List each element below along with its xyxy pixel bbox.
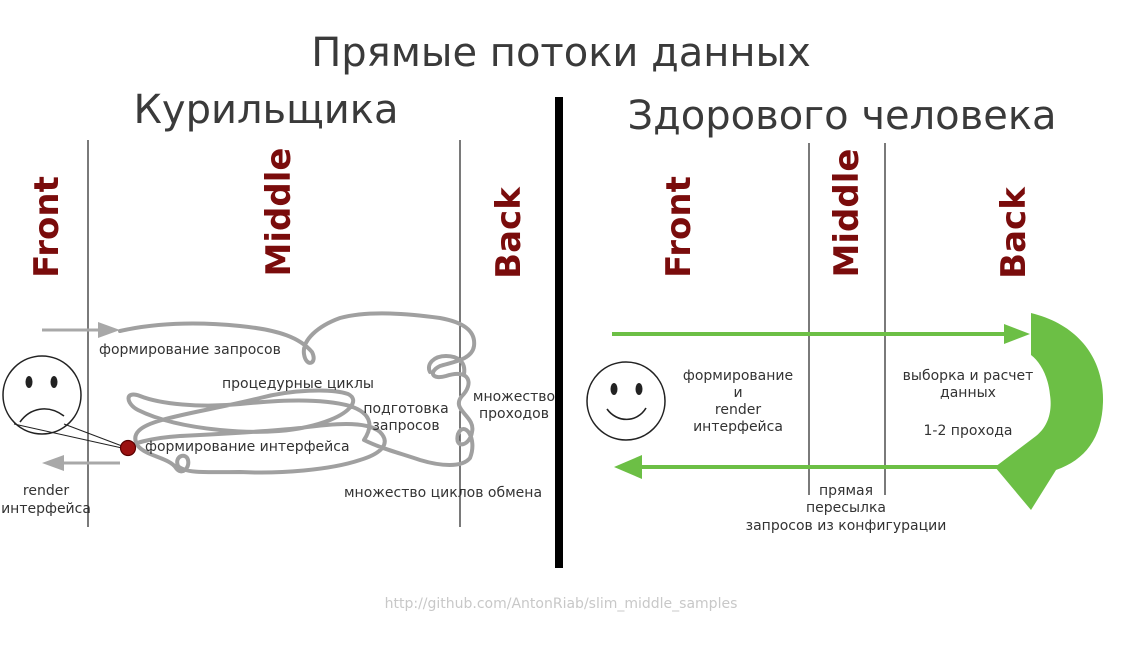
label-forming-1: формирование: [683, 368, 793, 384]
label-selection-1: выборка и расчет: [903, 368, 1034, 384]
label-preparing-requests-2: запросов: [372, 418, 439, 434]
healthy-column-back: Back: [994, 186, 1034, 279]
label-forming-interface: формирование интерфейса: [145, 439, 350, 455]
label-procedural-cycles: процедурные циклы: [222, 376, 374, 392]
smoker-column-middle: Middle: [259, 148, 299, 277]
label-direct-2: пересылка: [806, 500, 886, 516]
label-many-passes-2: проходов: [479, 406, 549, 422]
healthy-column-front: Front: [659, 176, 699, 278]
label-forming-requests: формирование запросов: [99, 342, 281, 358]
smoker-column-front: Front: [27, 176, 67, 278]
smoker-render-arrow: [42, 455, 120, 471]
sad-face-icon: [2, 355, 82, 435]
label-render-1: render: [23, 483, 69, 499]
page-title: Прямые потоки данных: [311, 30, 811, 76]
label-render-2: интерфейса: [1, 501, 91, 517]
smoker-tangled-loop: [427, 353, 467, 376]
label-passes: 1-2 прохода: [923, 423, 1012, 439]
smoker-tangled-flow: [118, 311, 477, 475]
healthy-return-arrow: [614, 455, 1000, 479]
pointer-line-b: [63, 423, 123, 447]
smoker-panel: Курильщика Front Middle Back: [1, 87, 555, 527]
healthy-uturn-arrow: [995, 313, 1104, 510]
happy-face-icon: [586, 361, 666, 441]
smoker-column-back: Back: [489, 186, 529, 279]
healthy-heading: Здорового человека: [627, 93, 1056, 139]
label-many-passes-1: множество: [473, 389, 555, 405]
healthy-panel: Здорового человека Front Middle Back фор…: [586, 93, 1104, 534]
pointer-line-a: [13, 423, 123, 449]
smoker-request-arrow: [42, 322, 120, 338]
label-preparing-requests-1: подготовка: [363, 401, 448, 417]
healthy-request-arrow: [612, 324, 1030, 344]
label-selection-2: данных: [940, 385, 996, 401]
label-forming-2: и: [733, 385, 742, 401]
label-many-exchange-cycles: множество циклов обмена: [344, 485, 542, 501]
label-forming-3: render: [715, 402, 761, 418]
smoker-heading: Курильщика: [134, 87, 399, 133]
label-direct-3: запросов из конфигурации: [746, 518, 947, 534]
footer-link[interactable]: http://github.com/AntonRiab/slim_middle_…: [385, 596, 738, 612]
red-dot-marker: [119, 439, 137, 457]
label-forming-4: интерфейса: [693, 419, 783, 435]
healthy-column-middle: Middle: [827, 149, 867, 278]
label-direct-1: прямая: [819, 483, 873, 499]
